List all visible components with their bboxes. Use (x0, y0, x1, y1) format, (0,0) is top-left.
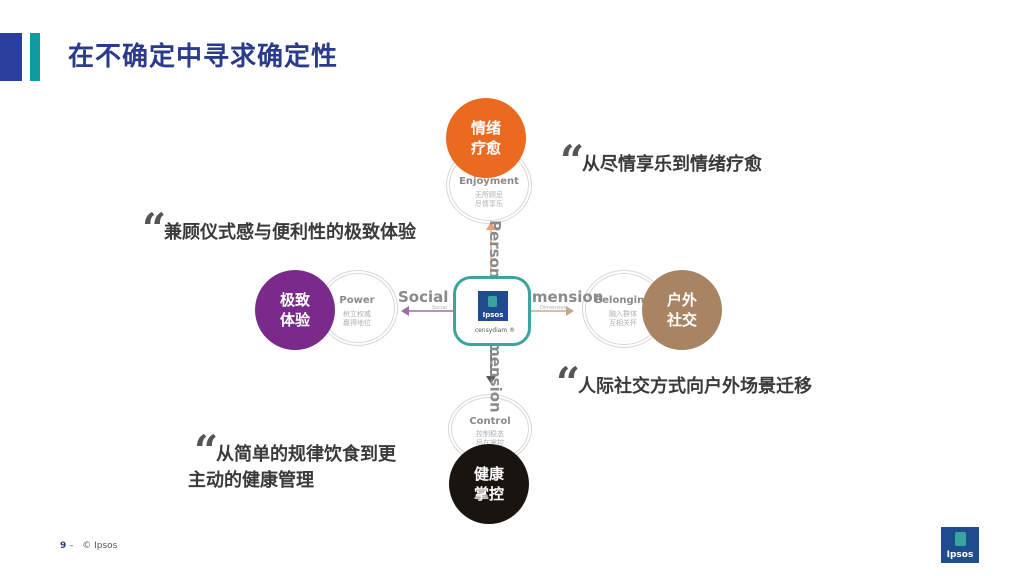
circle-bottom-line2: 掌控 (473, 485, 504, 503)
footer: 9 – © Ipsos (60, 541, 117, 551)
center-censydiam-logo: Ipsos censydiam ® (453, 276, 531, 346)
circle-health-control: 健康掌控 (449, 444, 529, 524)
footer-logo-text: Ipsos (946, 550, 974, 560)
axis-label-social: Social (398, 288, 449, 306)
ring-sub-power-1: 树立权威 (343, 310, 371, 318)
quote-bottom-left-line2-text: 主动的健康管理 (188, 470, 314, 491)
page-number: 9 (60, 541, 67, 551)
circle-right-line1: 户外 (666, 291, 697, 309)
ring-sub-belonging-2: 互相关怀 (609, 319, 637, 327)
title-accent-bar-blue (0, 33, 22, 81)
circle-left-line2: 体验 (279, 311, 310, 329)
ring-label-enjoyment: Enjoyment (459, 176, 519, 187)
quote-mid-left: “兼顾仪式感与便利性的极致体验 (142, 208, 416, 250)
quote-mark-icon: “ (560, 136, 585, 185)
ring-label-belonging: Belonging (594, 295, 652, 306)
quote-top-right: “从尽情享乐到情绪疗愈 (560, 140, 762, 182)
quote-bottom-left: “从简单的规律饮食到更 (194, 430, 396, 472)
arrow-right-icon (566, 306, 574, 316)
title-accent-bar-teal (30, 33, 40, 81)
arrow-left-icon (401, 306, 409, 316)
ring-sub-control-2: 尽在掌控 (476, 439, 504, 447)
circle-right-line2: 社交 (666, 311, 697, 329)
ring-sub-enjoyment-2: 尽情享乐 (475, 200, 503, 208)
quote-lower-right: “人际社交方式向户外场景迁移 (556, 362, 812, 404)
circle-outdoor-social: 户外社交 (642, 270, 722, 350)
ring-sub-power-2: 赢得地位 (343, 319, 371, 327)
center-logo-text: Ipsos (482, 311, 504, 319)
circle-top-line2: 疗愈 (470, 139, 501, 157)
quote-lower-right-text: 人际社交方式向户外场景迁移 (578, 376, 812, 397)
ring-label-control: Control (469, 416, 511, 427)
quote-bottom-left-line1: 从简单的规律饮食到更 (216, 444, 396, 465)
arrow-up-icon (486, 222, 496, 230)
footer-copyright: © Ipsos (82, 541, 118, 551)
center-logo-caption: censydiam ® (474, 327, 516, 334)
quote-mid-left-text: 兼顾仪式感与便利性的极致体验 (164, 222, 416, 243)
ring-sub-belonging-1: 融入群体 (609, 310, 637, 318)
axis-sub-dimension: Dimension (540, 305, 567, 311)
footer-separator: – (69, 541, 74, 551)
quote-bottom-left-line2: 主动的健康管理 (188, 468, 314, 494)
quote-mark-icon: “ (556, 358, 581, 407)
arrow-down-icon (486, 376, 496, 384)
ring-sub-control-1: 控制稳态 (476, 430, 504, 438)
circle-left-line1: 极致 (279, 291, 310, 309)
axis-sub-social: Social (432, 305, 447, 311)
quote-mark-icon: “ (142, 204, 167, 253)
page-title: 在不确定中寻求确定性 (68, 42, 339, 72)
footer-ipsos-logo-icon: Ipsos (941, 527, 979, 563)
ring-sub-enjoyment-1: 无所顾忌 (475, 191, 503, 199)
circle-top-line1: 情绪 (470, 119, 501, 137)
quote-top-right-text: 从尽情享乐到情绪疗愈 (582, 154, 762, 175)
ring-label-power: Power (339, 295, 375, 306)
axis-label-dimension-horizontal: dimension (516, 288, 604, 306)
ipsos-logo-icon: Ipsos (478, 291, 508, 321)
circle-emotional-healing: 情绪疗愈 (446, 98, 526, 178)
quote-mark-icon: “ (194, 426, 219, 475)
circle-bottom-line1: 健康 (473, 465, 504, 483)
circle-ultimate-experience: 极致体验 (255, 270, 335, 350)
